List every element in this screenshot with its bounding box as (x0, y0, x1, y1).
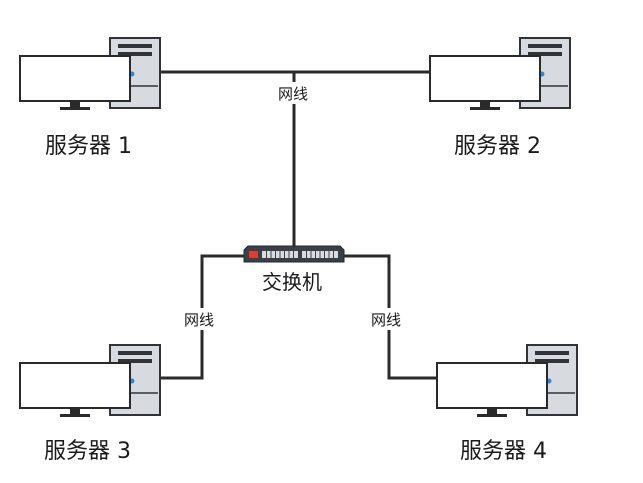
monitor-icon (436, 362, 548, 417)
monitor-icon (19, 362, 131, 417)
switch-label: 交换机 (262, 270, 322, 294)
server-1 (19, 37, 161, 110)
cable-label-bg (180, 308, 224, 330)
cable-label-bg (367, 308, 411, 330)
cable-label-top: 网线 (278, 85, 308, 103)
cable-label-right: 网线 (371, 311, 401, 329)
server-2-label: 服务器 2 (454, 134, 541, 159)
switch-icon (243, 245, 345, 263)
monitor-icon (19, 55, 131, 110)
cables (160, 70, 438, 380)
server-3 (19, 344, 161, 417)
server-1-label: 服务器 1 (45, 134, 132, 159)
server-4 (436, 344, 578, 417)
server-4-label: 服务器 4 (460, 439, 547, 464)
cable-label-bg (272, 82, 316, 104)
monitor-icon (429, 55, 541, 110)
cable-label-left: 网线 (184, 311, 214, 329)
server-2 (429, 37, 571, 110)
server-3-label: 服务器 3 (44, 439, 131, 464)
